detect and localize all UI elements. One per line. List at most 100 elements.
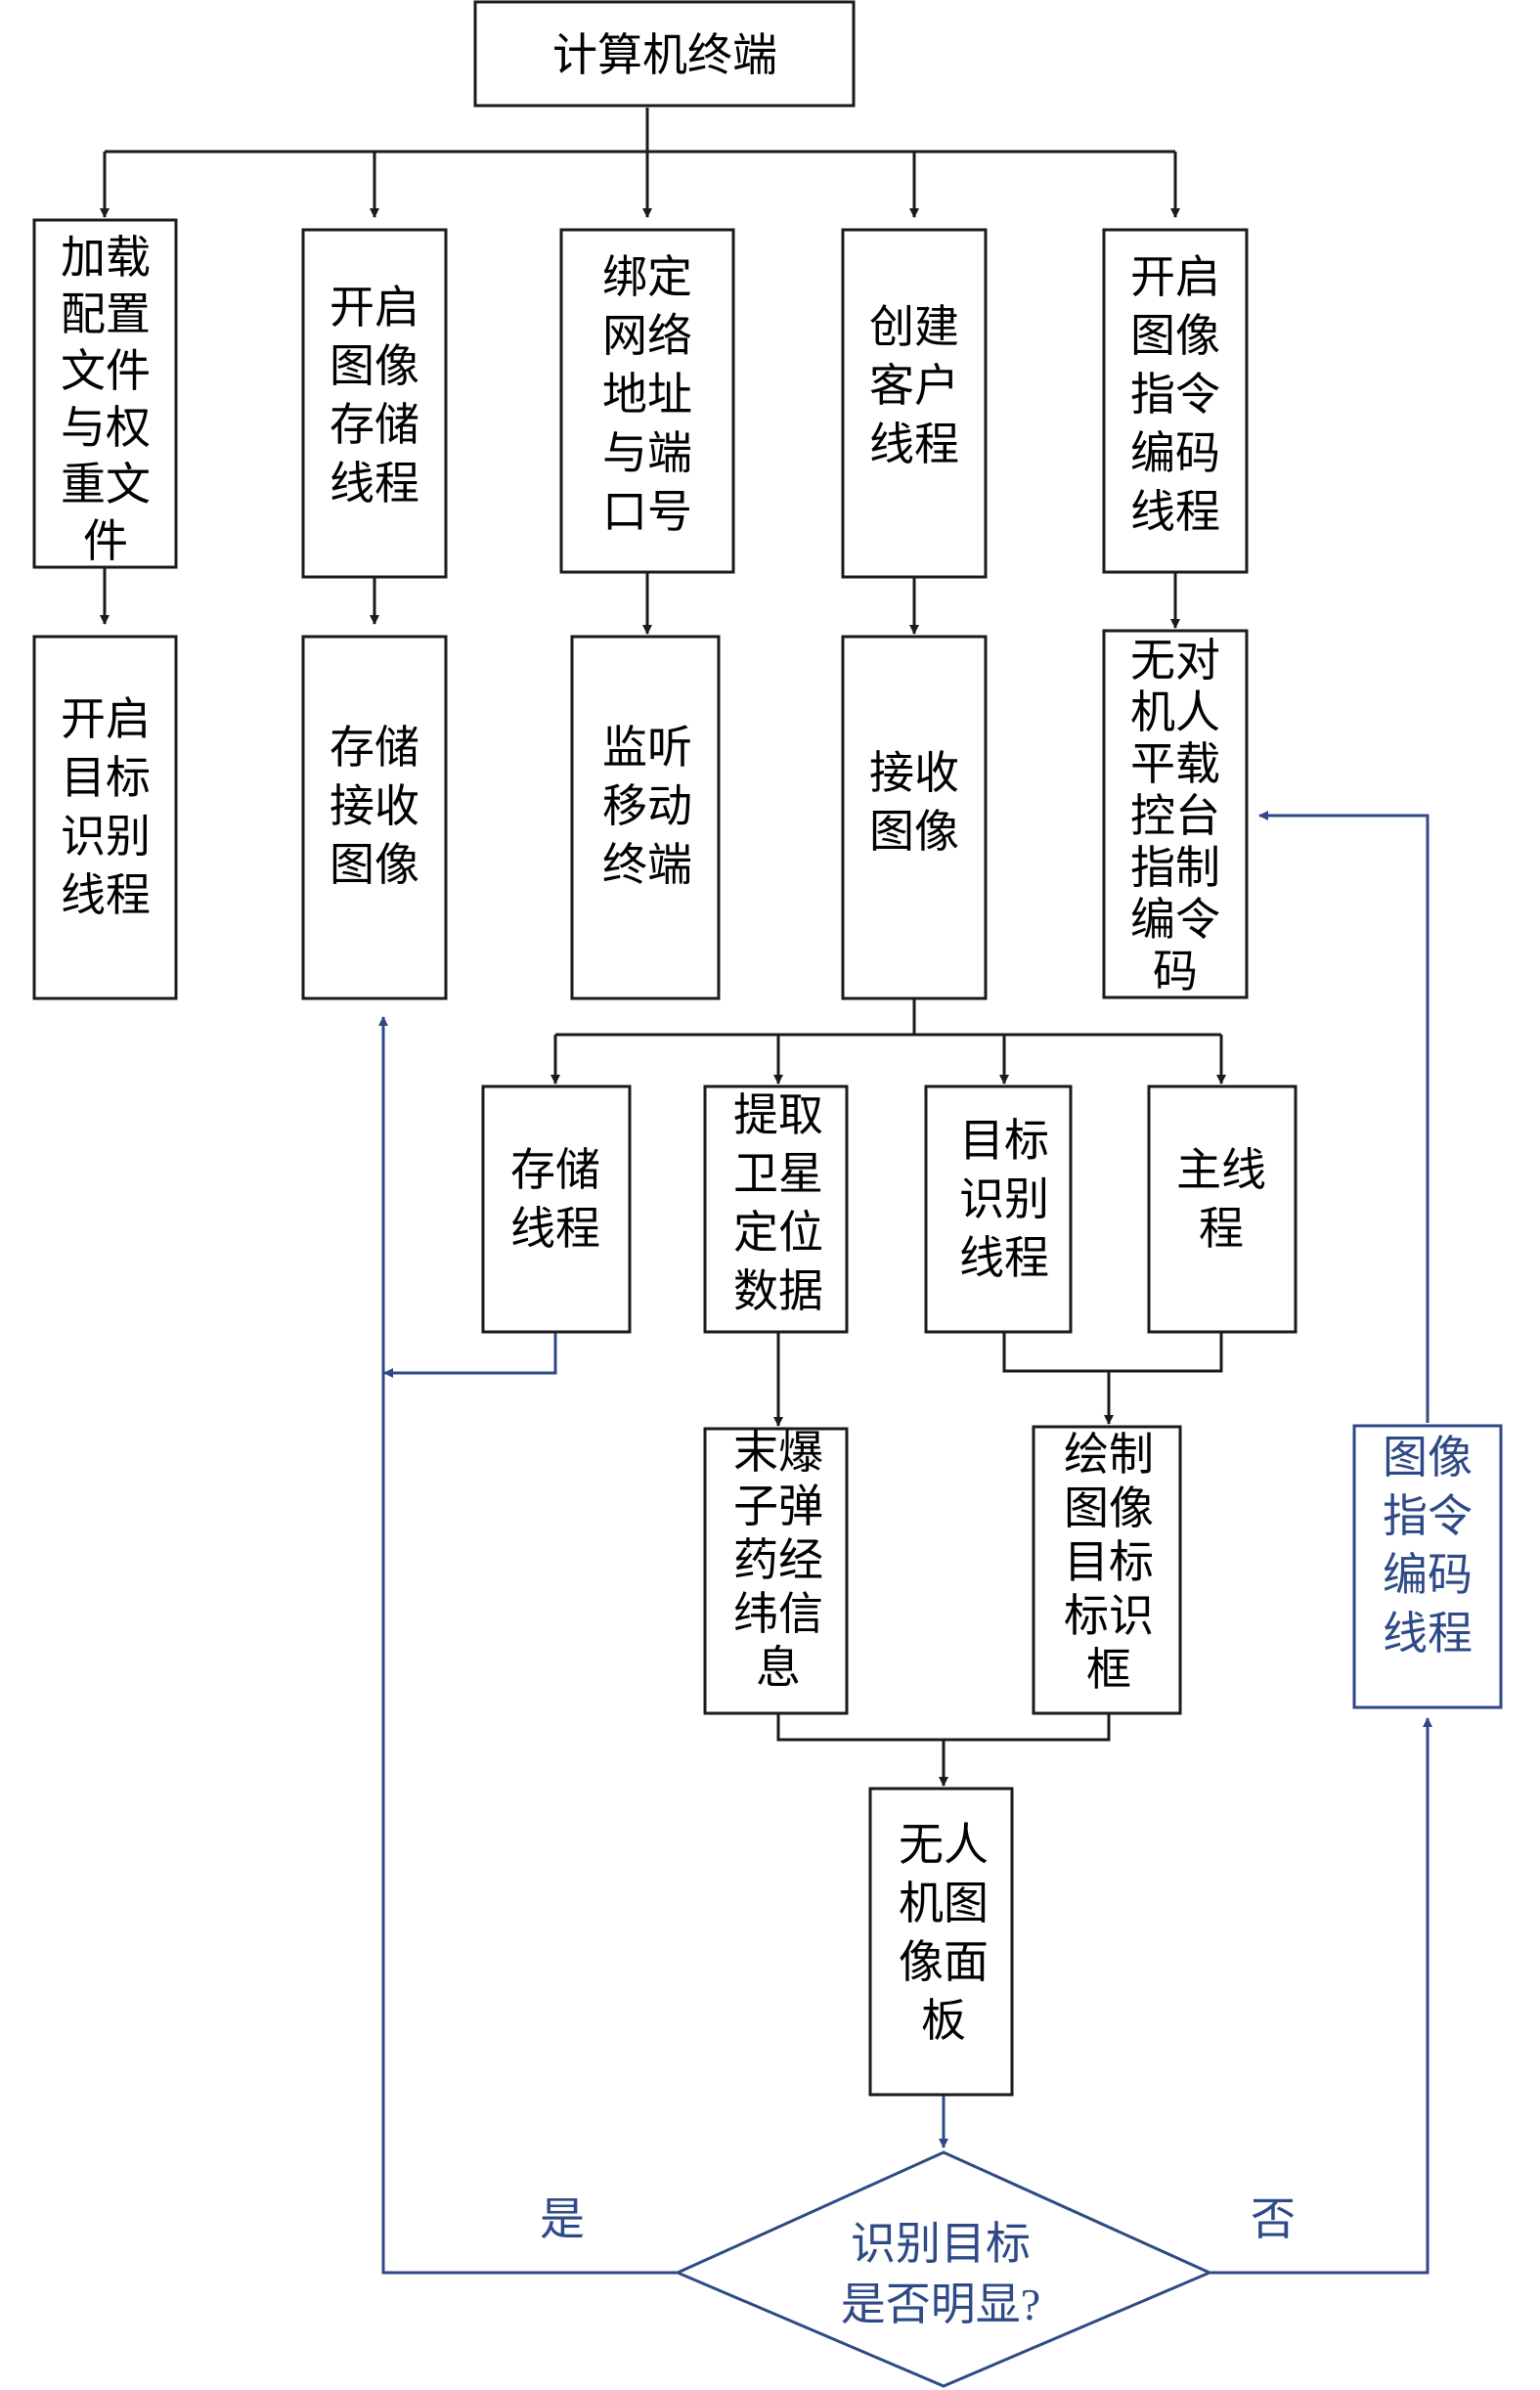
create-client-thread-line: 客户 xyxy=(869,361,959,411)
start-image-store-thread-line: 图像 xyxy=(330,341,419,391)
load-config-line: 文件 xyxy=(61,346,151,396)
yes-label: 是 xyxy=(540,2194,585,2244)
extract-gps-line: 数据 xyxy=(733,1266,823,1316)
encode-uav-cmd-line: 无对 xyxy=(1130,636,1220,686)
storage-thread-box xyxy=(481,1084,632,1334)
load-config-box xyxy=(32,218,178,569)
draw-box-line: 标识 xyxy=(1064,1591,1154,1641)
load-config-line: 与权 xyxy=(61,403,151,453)
client-thread-box xyxy=(841,228,988,579)
draw-box-line: 目标 xyxy=(1064,1537,1154,1587)
start-target-thread-line: 目标 xyxy=(61,753,151,803)
image-cmd-thread-line: 指令 xyxy=(1383,1491,1473,1541)
listen-mobile-line: 终端 xyxy=(602,840,692,890)
draw-box-line: 框 xyxy=(1086,1645,1131,1695)
start-image-cmd-thread-line: 编码 xyxy=(1130,428,1220,478)
encode-uav-cmd-line: 码 xyxy=(1153,947,1198,996)
receive-image-line: 接收 xyxy=(869,748,959,798)
target-thread-line: 线程 xyxy=(959,1233,1049,1283)
decision-line: 是否明显? xyxy=(841,2279,1040,2329)
main-thread-label: 主线程 xyxy=(1176,1145,1266,1254)
uav-panel-label: 无人机图像面板 xyxy=(899,1820,989,2046)
receive-image-box xyxy=(841,635,988,1000)
edge-storage-thread-to-store xyxy=(383,1332,557,1378)
bind-address-line: 与端 xyxy=(602,428,692,478)
main-thread-box xyxy=(1147,1084,1298,1334)
terminal-ballistics-line: 纬信 xyxy=(733,1589,823,1639)
create-client-thread-line: 创建 xyxy=(869,302,959,352)
storage-thread-line: 存储 xyxy=(510,1145,600,1195)
encode-uav-cmd-line: 平载 xyxy=(1130,739,1220,789)
bind-address-line: 网络 xyxy=(602,311,692,361)
encode-uav-cmd-label: 无对机人平载控台指制编令码 xyxy=(1130,636,1220,996)
load-config-line: 件 xyxy=(83,516,128,566)
load-config-line: 加载 xyxy=(61,233,151,283)
extract-gps-line: 提取 xyxy=(733,1090,823,1140)
start-image-cmd-thread-line: 线程 xyxy=(1130,487,1220,537)
draw-box-box xyxy=(1032,1425,1182,1715)
store-received-image-line: 接收 xyxy=(330,781,419,831)
start-image-store-thread-label: 开启图像存储线程 xyxy=(330,283,419,509)
start-image-cmd-thread-line: 开启 xyxy=(1130,252,1220,302)
image-cmd-thread-line: 线程 xyxy=(1383,1609,1473,1659)
encode-uav-cmd-line: 编令 xyxy=(1130,895,1220,945)
storage-thread-label: 存储线程 xyxy=(510,1145,600,1254)
edge-threads-join xyxy=(1002,1332,1223,1373)
uav-panel-line: 板 xyxy=(921,1996,966,2046)
encode-uav-cmd-line: 控台 xyxy=(1130,791,1220,841)
image-cmd-thread-blue-box xyxy=(1352,1424,1503,1709)
extract-gps-label: 提取卫星定位数据 xyxy=(733,1090,823,1316)
labels: 计算机终端 加载配置文件与权重文件开启图像存储线程绑定网络地址与端口号创建客户线… xyxy=(61,30,1473,2329)
create-client-thread-line: 线程 xyxy=(869,420,959,469)
listen-mobile-line: 监听 xyxy=(602,723,692,773)
nodes xyxy=(32,0,1503,2388)
load-config-label: 加载配置文件与权重文件 xyxy=(61,233,151,566)
terminal-ballistics-line: 药经 xyxy=(733,1535,823,1585)
encode-uav-cmd-line: 指制 xyxy=(1130,843,1220,893)
encode-uav-cmd-line: 机人 xyxy=(1130,687,1220,737)
start-image-cmd-thread-line: 指令 xyxy=(1130,370,1220,420)
start-image-cmd-thread-label: 开启图像指令编码线程 xyxy=(1130,252,1220,537)
main-thread-line: 程 xyxy=(1199,1204,1244,1254)
main-thread-line: 主线 xyxy=(1176,1145,1266,1195)
edge-yes-to-store xyxy=(378,1016,677,2275)
start-image-store-thread-line: 存储 xyxy=(330,400,419,450)
no-label: 否 xyxy=(1251,2194,1296,2244)
start-target-thread-line: 开启 xyxy=(61,694,151,744)
uav-panel-line: 像面 xyxy=(899,1937,989,1987)
decision-label: 识别目标是否明显? xyxy=(841,2219,1040,2329)
target-thread-label: 目标识别线程 xyxy=(959,1116,1049,1283)
bind-address-line: 地址 xyxy=(602,370,692,420)
uav-panel-line: 无人 xyxy=(899,1820,989,1870)
start-target-thread-label: 开启目标识别线程 xyxy=(61,694,151,920)
feedback-connectors xyxy=(378,811,1432,2275)
load-config-line: 配置 xyxy=(61,289,151,339)
store-received-image-line: 存储 xyxy=(330,723,419,773)
draw-box-line: 绘制 xyxy=(1064,1430,1154,1480)
extract-gps-line: 定位 xyxy=(733,1208,823,1258)
target-thread-line: 目标 xyxy=(959,1116,1049,1166)
encode-cmd-box xyxy=(1102,629,1249,999)
image-cmd-thread-box xyxy=(1102,228,1249,574)
target-thread-start-box xyxy=(32,635,178,1000)
root-label: 计算机终端 xyxy=(552,30,777,80)
draw-box-label: 绘制图像目标标识框 xyxy=(1064,1430,1154,1695)
terminal-ballistics-line: 末爆 xyxy=(733,1428,823,1478)
receive-image-label: 接收图像 xyxy=(869,748,959,857)
ballistics-box xyxy=(703,1427,849,1715)
load-config-line: 重文 xyxy=(61,460,151,509)
listen-mobile-box xyxy=(570,635,721,1000)
bind-address-line: 口号 xyxy=(602,487,692,537)
connectors xyxy=(100,108,1226,1787)
bind-address-box xyxy=(559,228,735,574)
target-thread-line: 识别 xyxy=(959,1174,1049,1224)
bind-address-line: 绑定 xyxy=(602,252,692,302)
decision-line: 识别目标 xyxy=(851,2219,1031,2269)
start-target-thread-line: 识别 xyxy=(61,812,151,862)
start-image-cmd-thread-line: 图像 xyxy=(1130,311,1220,361)
uav-panel-line: 机图 xyxy=(899,1879,989,1928)
extract-gps-box xyxy=(703,1084,849,1334)
store-received-box xyxy=(301,635,448,1000)
terminal-ballistics-line: 子弹 xyxy=(733,1482,823,1531)
